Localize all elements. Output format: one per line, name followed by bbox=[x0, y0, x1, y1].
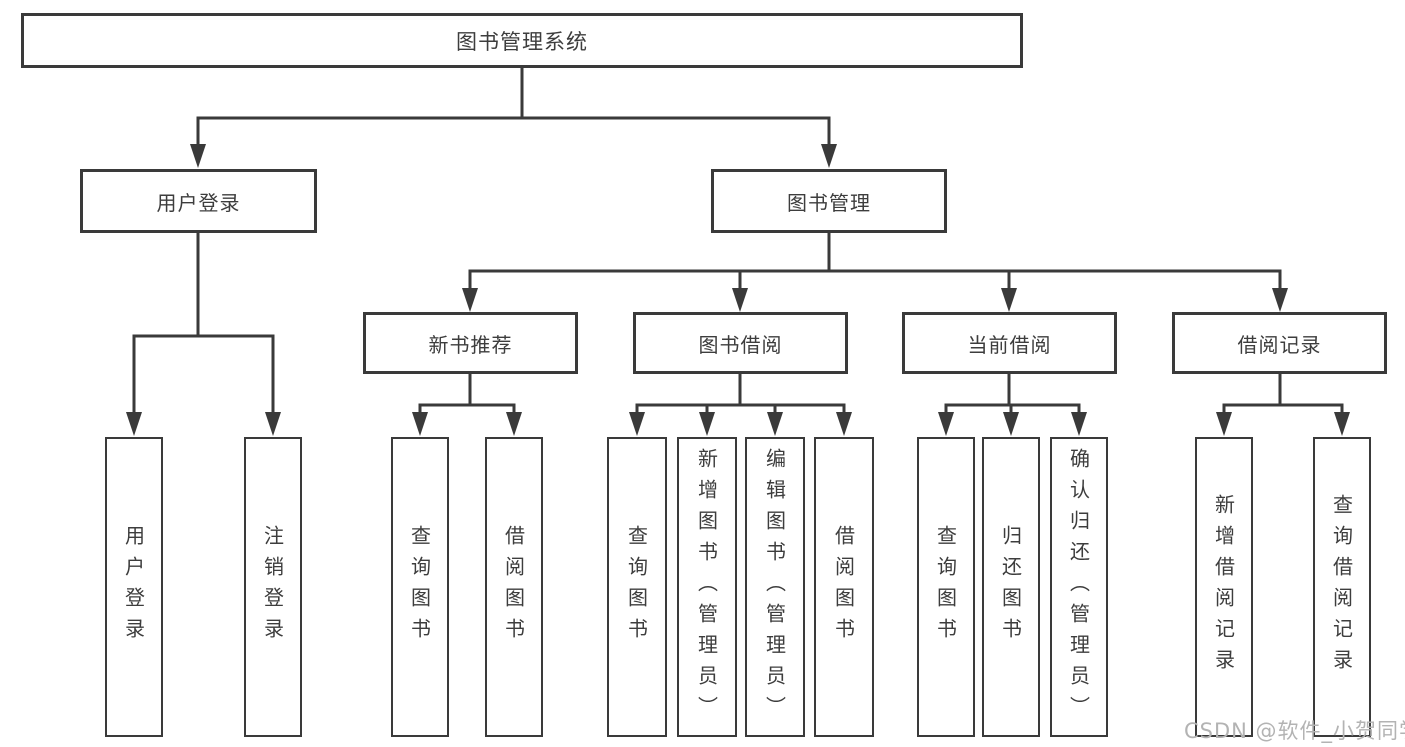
node-user-login: 用户登录 bbox=[80, 169, 317, 233]
leaf-edit-books-admin: 编辑图书（管理员） bbox=[745, 437, 805, 737]
leaf-label: 查询借阅记录 bbox=[1329, 494, 1354, 680]
leaf-label: 确认归还（管理员） bbox=[1066, 447, 1091, 727]
leaf-query-books-current: 查询图书 bbox=[917, 437, 975, 737]
leaf-label: 注销登录 bbox=[260, 525, 285, 649]
leaf-user-login: 用户登录 bbox=[105, 437, 163, 737]
leaf-label: 查询图书 bbox=[407, 525, 432, 649]
leaf-label: 新增借阅记录 bbox=[1211, 494, 1236, 680]
leaf-label: 新增图书（管理员） bbox=[694, 447, 719, 727]
leaf-label: 借阅图书 bbox=[501, 525, 526, 649]
node-borrowing-records: 借阅记录 bbox=[1172, 312, 1387, 374]
leaf-query-borrow-record: 查询借阅记录 bbox=[1313, 437, 1371, 737]
leaf-query-books-borrowing: 查询图书 bbox=[607, 437, 667, 737]
leaf-label: 借阅图书 bbox=[831, 525, 856, 649]
leaf-add-borrow-record: 新增借阅记录 bbox=[1195, 437, 1253, 737]
leaf-return-books: 归还图书 bbox=[982, 437, 1040, 737]
leaf-label: 查询图书 bbox=[624, 525, 649, 649]
leaf-logout: 注销登录 bbox=[244, 437, 302, 737]
leaf-borrow-books-borrowing: 借阅图书 bbox=[814, 437, 874, 737]
node-library-system: 图书管理系统 bbox=[21, 13, 1023, 68]
csdn-watermark: CSDN @软件_小贺同学 bbox=[1184, 719, 1405, 743]
leaf-label: 用户登录 bbox=[121, 525, 146, 649]
leaf-label: 归还图书 bbox=[998, 525, 1023, 649]
leaf-add-books-admin: 新增图书（管理员） bbox=[677, 437, 737, 737]
node-new-book-recommend: 新书推荐 bbox=[363, 312, 578, 374]
leaf-confirm-return-admin: 确认归还（管理员） bbox=[1050, 437, 1108, 737]
node-book-management: 图书管理 bbox=[711, 169, 947, 233]
leaf-query-books-recommend: 查询图书 bbox=[391, 437, 449, 737]
node-current-borrowing: 当前借阅 bbox=[902, 312, 1117, 374]
leaf-borrow-books-recommend: 借阅图书 bbox=[485, 437, 543, 737]
leaf-label: 查询图书 bbox=[933, 525, 958, 649]
leaf-label: 编辑图书（管理员） bbox=[762, 447, 787, 727]
node-book-borrowing: 图书借阅 bbox=[633, 312, 848, 374]
